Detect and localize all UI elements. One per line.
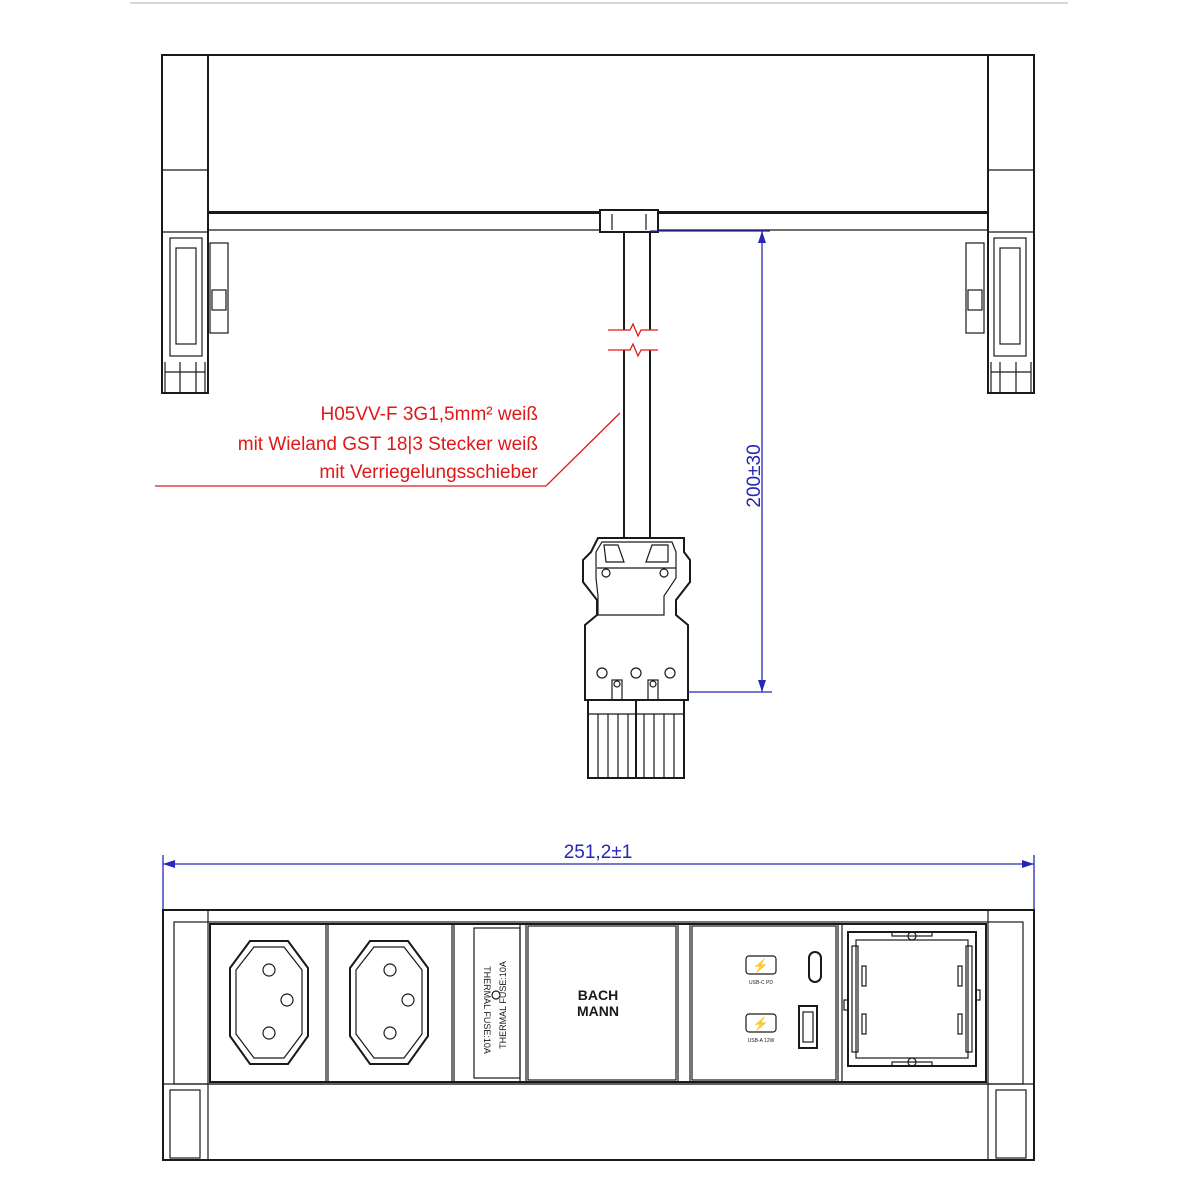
usb-c-port <box>808 951 822 983</box>
usb-a-icon-frame <box>745 1013 777 1033</box>
cable-spec-line2: mit Wieland GST 18|3 Stecker weiß <box>238 434 538 455</box>
cable-gland <box>599 209 659 233</box>
socket-2 <box>327 923 453 1083</box>
fuse-label-2: THERMAL FUSE:10A <box>498 961 508 1049</box>
housing-top-body <box>207 54 989 214</box>
cable-spec-line3: mit Verriegelungsschieber <box>319 462 538 483</box>
front-housing <box>162 909 1035 1161</box>
left-end-cap <box>161 54 229 394</box>
top-view: 200±30 H05VV-F 3G1,5mm² weiß mit Wieland… <box>155 54 1035 779</box>
fuse-label-1: THERMAL FUSE:10A <box>482 966 492 1054</box>
bachmann-blank-module: BACH MANN <box>525 923 679 1083</box>
empty-module-frame <box>841 923 987 1083</box>
thermal-fuse-module: THERMAL FUSE:10A THERMAL FUSE:10A <box>453 923 521 1083</box>
lightning-icon: ⚡ <box>753 1016 769 1032</box>
cable-length-dimension: 200±30 <box>650 230 772 693</box>
cable-break-marks <box>608 322 658 358</box>
brand-line-1: BACH <box>578 987 618 1003</box>
right-end-cap <box>965 54 1035 394</box>
cable-spec-line1: H05VV-F 3G1,5mm² weiß <box>321 404 539 425</box>
cable <box>623 232 651 538</box>
wieland-connector <box>582 537 691 779</box>
socket-1 <box>209 923 327 1083</box>
usb-a-port <box>798 1005 818 1049</box>
usb-c-icon-frame <box>745 955 777 975</box>
width-dimension: 251,2±1 <box>162 842 1035 910</box>
lightning-icon: ⚡ <box>753 958 769 974</box>
width-label: 251,2±1 <box>564 842 633 863</box>
usb-c-label: USB-C PD <box>749 980 773 986</box>
usb-a-label: USB-A 12W <box>748 1038 775 1044</box>
cable-length-label: 200±30 <box>744 444 765 507</box>
cable-annotation: H05VV-F 3G1,5mm² weiß mit Wieland GST 18… <box>155 404 621 487</box>
usb-charger-module: ⚡ USB-C PD ⚡ USB-A 12W <box>689 923 839 1083</box>
front-view: 251,2±1 <box>162 842 1035 1161</box>
brand-line-2: MANN <box>577 1003 619 1019</box>
